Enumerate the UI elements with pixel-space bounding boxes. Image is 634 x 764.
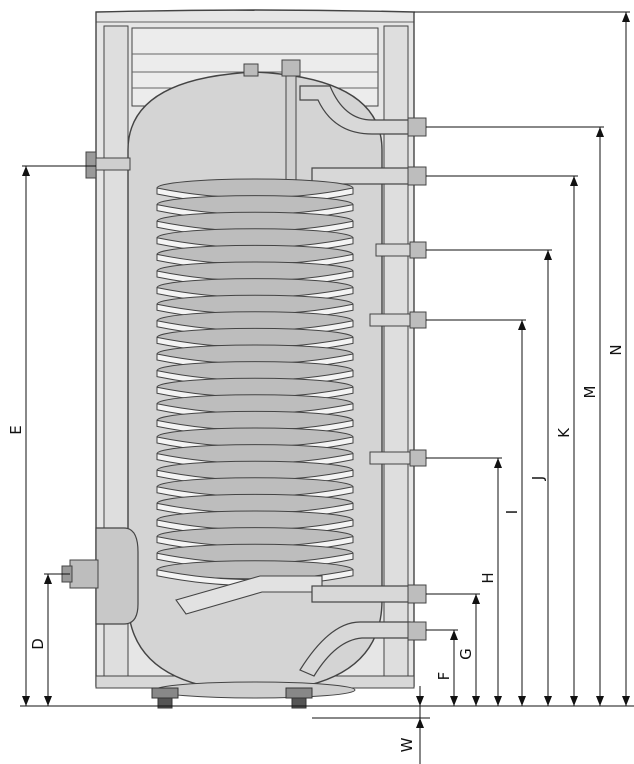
label-g: G: [457, 648, 475, 660]
dimension-labels: N M K J I H G F E D W: [7, 344, 625, 752]
dimension-lines: [20, 11, 634, 764]
label-e: E: [7, 425, 25, 434]
label-j: J: [529, 476, 547, 481]
label-h: H: [479, 572, 497, 583]
top-fittings: [243, 59, 413, 189]
label-n: N: [607, 344, 625, 355]
label-i: I: [503, 510, 521, 514]
left-fittings: [61, 151, 139, 625]
lower-pipes: [175, 575, 413, 677]
label-m: M: [581, 386, 599, 399]
label-d: D: [29, 638, 47, 650]
dimension-arrows: [22, 12, 630, 728]
feet: [151, 687, 313, 709]
heat-exchanger-coil: [156, 178, 354, 587]
label-f: F: [435, 672, 453, 681]
label-k: K: [555, 427, 573, 438]
right-connections: [369, 117, 427, 641]
label-w: W: [398, 737, 416, 752]
